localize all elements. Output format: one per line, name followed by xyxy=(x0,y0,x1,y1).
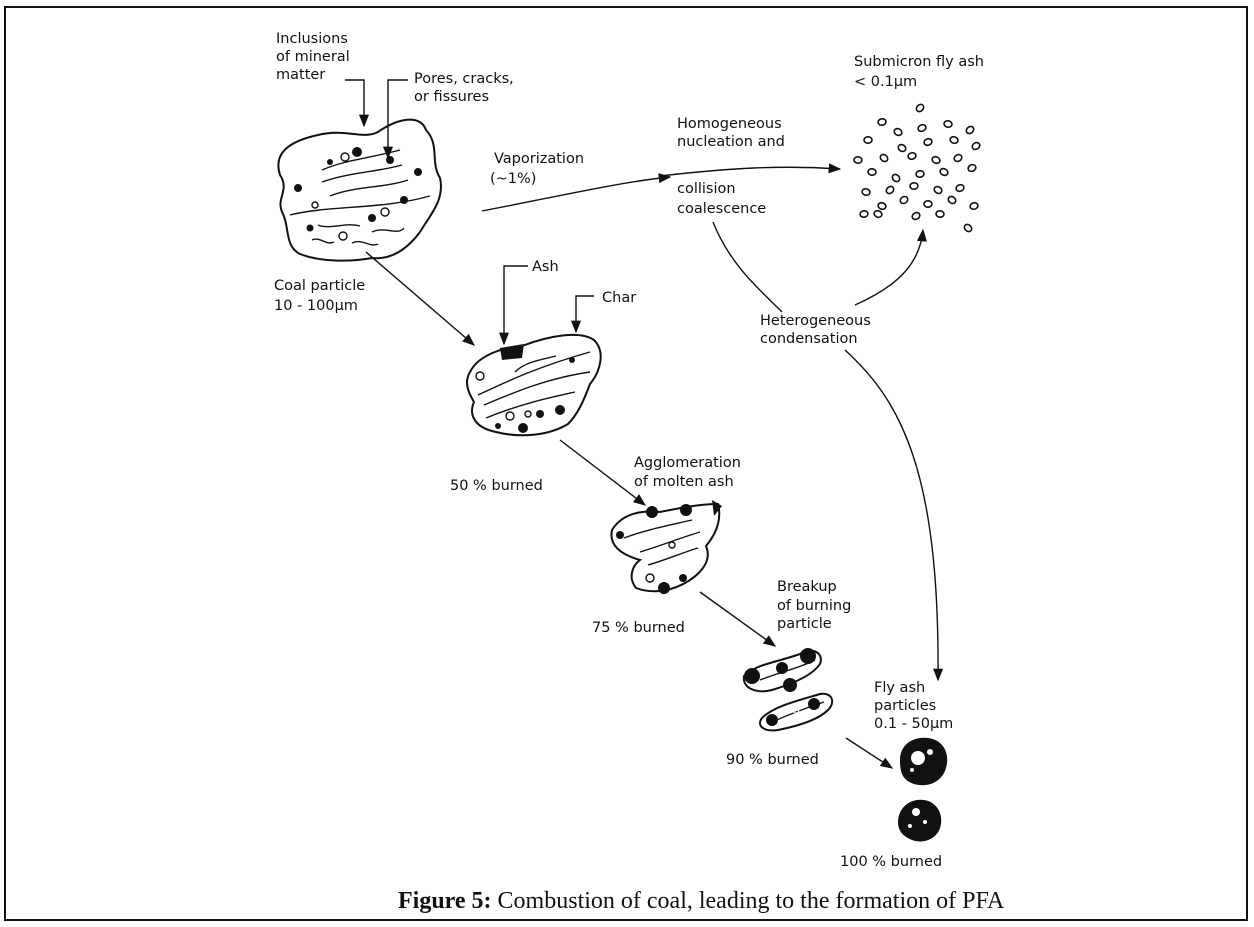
submicron-droplet xyxy=(969,202,978,210)
submicron-droplet xyxy=(911,211,921,221)
submicron-droplet xyxy=(924,201,932,208)
submicron-droplet xyxy=(963,223,973,233)
inclusions-pointer xyxy=(345,80,364,126)
submicron-droplet xyxy=(897,143,907,153)
submicron-droplet xyxy=(861,188,870,196)
submicron-droplet xyxy=(971,141,981,151)
condensation-to-submicron-arrow xyxy=(855,230,923,305)
coal-particle-label: Coal particle 10 - 100μm xyxy=(274,278,370,314)
submicron-droplet xyxy=(949,136,959,145)
particle-75-icon xyxy=(611,500,722,594)
submicron-droplet xyxy=(864,137,872,144)
particle-50-icon xyxy=(467,335,601,435)
burn-arrow-1 xyxy=(366,252,474,345)
condensation-to-fly-ash-arrow xyxy=(845,350,938,680)
submicron-droplet xyxy=(967,163,977,172)
particle-90-icon xyxy=(744,648,832,730)
submicron-label: Submicron fly ash < 0.1μm xyxy=(854,54,989,90)
burned-50-label: 50 % burned xyxy=(450,478,543,494)
submicron-droplet xyxy=(915,103,925,113)
submicron-droplet xyxy=(885,185,895,195)
heterogeneous-label: Heterogeneous condensation xyxy=(760,313,875,347)
coal-particle-icon xyxy=(278,120,441,261)
submicron-droplet xyxy=(916,170,925,178)
submicron-droplet xyxy=(965,125,975,135)
submicron-droplet xyxy=(947,195,957,205)
submicron-droplet xyxy=(931,155,941,164)
char-pointer xyxy=(576,296,594,332)
collision-to-condensation-curve xyxy=(713,222,782,312)
submicron-droplet xyxy=(907,152,916,160)
collision-label: collision coalescence xyxy=(677,181,766,217)
submicron-droplet xyxy=(878,118,887,125)
submicron-droplet xyxy=(953,153,963,163)
submicron-droplet xyxy=(877,202,887,210)
pores-label: Pores, cracks, or fissures xyxy=(414,71,518,105)
submicron-droplet xyxy=(879,153,889,163)
caption-text: Combustion of coal, leading to the forma… xyxy=(492,888,1005,914)
agglomeration-label: Agglomeration of molten ash xyxy=(634,455,746,490)
submicron-droplet xyxy=(939,167,949,176)
submicron-droplet xyxy=(936,210,945,217)
burn-arrow-2 xyxy=(560,440,645,505)
submicron-droplet xyxy=(860,210,869,218)
submicron-droplet xyxy=(873,210,883,219)
submicron-droplet xyxy=(955,184,965,193)
submicron-droplet xyxy=(891,173,901,183)
submicron-droplet xyxy=(917,123,927,132)
ash-pointer xyxy=(504,266,528,344)
ash-label: Ash xyxy=(532,259,559,275)
fly-ash-label: Fly ash particles 0.1 - 50μm xyxy=(874,680,953,732)
submicron-droplet xyxy=(923,138,933,147)
vaporization-label: Vaporization (~1%) xyxy=(490,151,589,187)
inclusions-label: Inclusions of mineral matter xyxy=(276,31,354,83)
figure-caption: Figure 5: Combustion of coal, leading to… xyxy=(398,888,1005,914)
burned-100-label: 100 % burned xyxy=(840,854,942,870)
char-label: Char xyxy=(602,290,636,306)
burned-75-label: 75 % burned xyxy=(592,620,685,636)
submicron-droplet xyxy=(868,168,877,175)
submicron-droplet xyxy=(933,185,943,195)
submicron-droplet xyxy=(854,157,862,164)
burned-90-label: 90 % burned xyxy=(726,752,819,768)
burn-arrow-3 xyxy=(700,592,775,646)
homogeneous-label: Homogeneous nucleation and xyxy=(677,116,786,150)
nucleation-arrow xyxy=(660,167,840,176)
submicron-droplet xyxy=(893,127,903,136)
submicron-fly-ash-icon xyxy=(854,103,981,233)
breakup-label: Breakup of burning particle xyxy=(777,579,856,632)
submicron-droplet xyxy=(910,183,918,190)
caption-prefix: Figure 5: xyxy=(398,888,492,914)
fly-ash-particles-icon xyxy=(898,738,947,842)
submicron-droplet xyxy=(943,120,952,128)
submicron-droplet xyxy=(899,195,909,205)
burn-arrow-4 xyxy=(846,738,892,768)
